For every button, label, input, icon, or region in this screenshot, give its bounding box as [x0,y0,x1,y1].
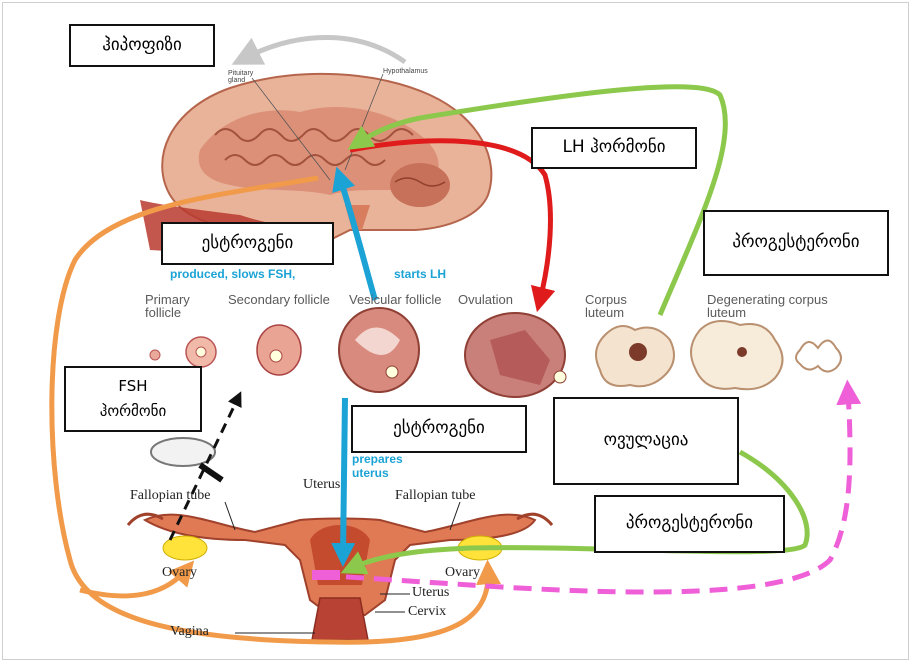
hypothalamus-label: Hypothalamus [383,68,428,75]
ovulation-box: ოვულაცია [553,397,739,485]
stage-primary-follicle: Primary follicle [145,293,225,319]
estrogen-mid-arrow [343,398,345,555]
uterus-caption: uterus [352,467,389,479]
stage-ovulation: Ovulation [458,293,513,306]
fsh-line2: ჰორმონი [100,402,167,421]
pituitary-label: Pituitary gland [228,70,268,84]
stage-corpus-luteum: Corpus luteum [585,293,645,319]
uterus-top-label: Uterus [303,478,340,492]
estrogen-top-box: ესტროგენი [161,222,334,265]
hypophysis-feedback-arrow [245,37,405,62]
progesterone-bottom-box: პროგესტერონი [594,495,785,553]
stage-secondary-follicle: Secondary follicle [228,293,338,306]
uterus-pink-marker [312,570,340,580]
magnifier-icon [151,438,222,480]
lh-hormone-box: LH ჰორმონი [531,127,697,169]
starts-lh-caption: starts LH [394,268,446,280]
stage-vesicular-follicle: Vesicular follicle [349,293,444,306]
fallopian-tube-right-label: Fallopian tube [395,489,476,503]
fallopian-tube-left-label: Fallopian tube [130,489,211,503]
hypophysis-box: ჰიპოფიზი [69,24,215,67]
vagina-label: Vagina [170,625,209,639]
ovary-left-label: Ovary [162,566,197,580]
fsh-hormone-box: FSH ჰორმონი [64,366,202,432]
stage-degenerating-corpus-luteum: Degenerating corpus luteum [707,293,857,319]
prepares-caption: prepares [352,453,403,465]
cervix-label: Cervix [408,605,446,619]
fsh-line1: FSH [118,377,147,396]
ovary-right-label: Ovary [445,566,480,580]
produced-caption: produced, slows FSH, [170,268,295,280]
estrogen-mid-box: ესტროგენი [351,405,527,453]
uterus-side-label: Uterus [412,586,449,600]
progesterone-top-box: პროგესტერონი [703,210,889,276]
follicle-row [150,308,841,397]
